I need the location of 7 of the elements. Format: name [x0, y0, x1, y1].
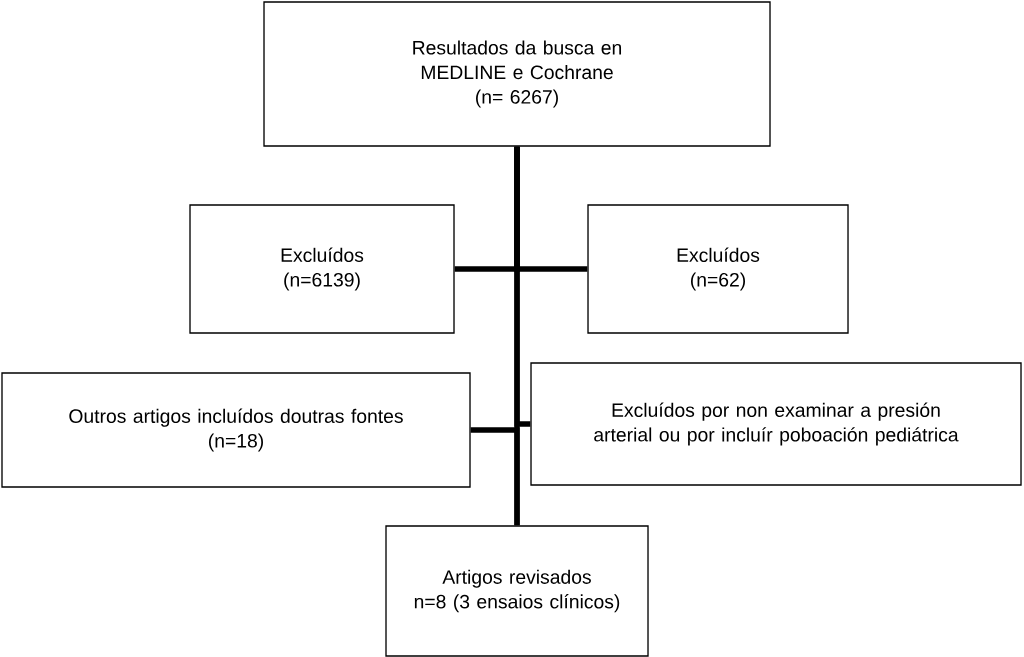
text-box: Artigos revisados n=8 (3 ensaios clínicos) — [385, 525, 649, 657]
connector-line — [514, 146, 520, 526]
text-box: Excluídos por non examinar a presión arterial ou por incluír poboación pediátrica — [530, 362, 1022, 486]
text-box: Resultados da busca en MEDLINE e Cochrane (n= 6267) — [263, 1, 771, 147]
text-box: Excluídos (n=62) — [587, 204, 849, 334]
text-box: Outros artigos incluídos doutras fontes (n=18) — [1, 372, 471, 488]
text-box: Excluídos (n=6139) — [189, 204, 455, 334]
